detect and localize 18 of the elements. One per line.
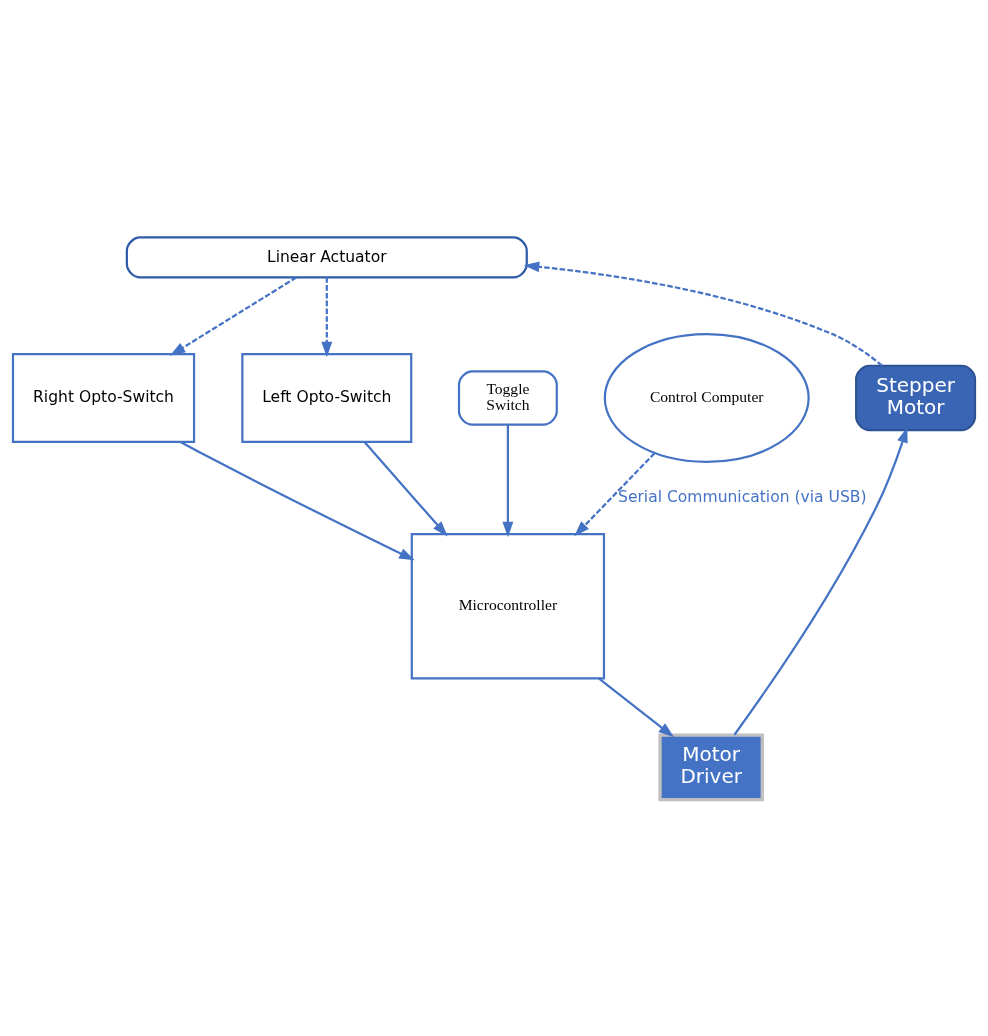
arrow [180, 440, 415, 560]
node-box: Toggle Switch [457, 369, 558, 426]
node-box: Stepper Motor [855, 364, 977, 431]
edge-label: Serial Communication (via USB) [618, 487, 867, 506]
node-box: Motor Driver [658, 732, 764, 801]
node-box: Microcontroller [410, 532, 606, 680]
node-box: Linear Actuator [125, 235, 528, 279]
node-box: Left Opto-Switch [241, 352, 413, 443]
arrow [363, 441, 448, 537]
node-ellipse: Control Computer [603, 332, 810, 463]
arrow [321, 277, 333, 357]
node-box: Right Opto-Switch [11, 352, 196, 443]
arrow [598, 677, 674, 737]
arrow [523, 260, 883, 366]
arrow [574, 451, 656, 536]
arrow [502, 424, 514, 537]
arrow [733, 426, 908, 735]
arrow [169, 276, 297, 356]
